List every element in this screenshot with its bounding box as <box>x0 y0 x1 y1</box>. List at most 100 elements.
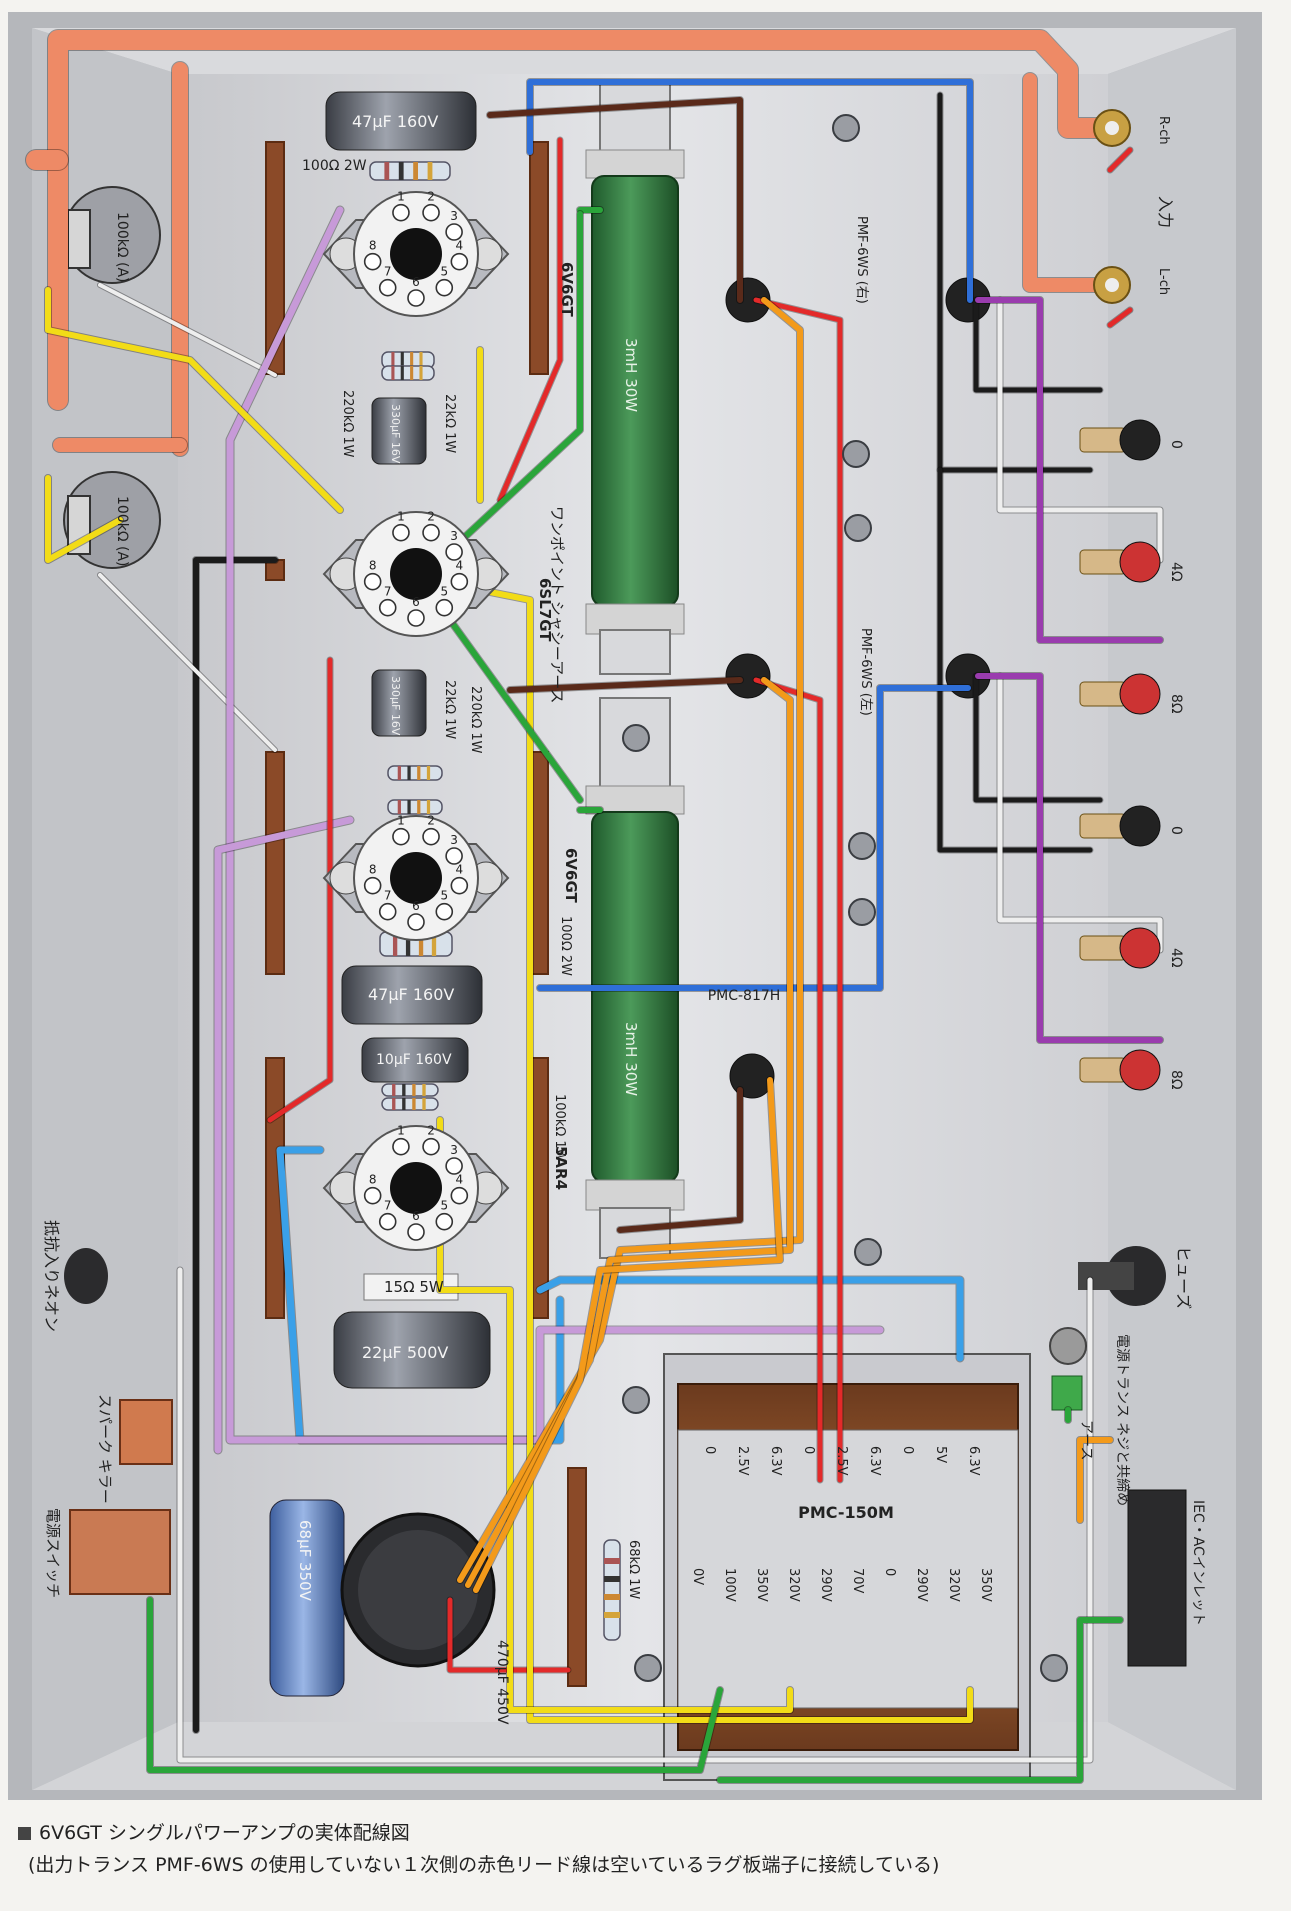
socket-pin <box>407 913 425 931</box>
label-tube-v2: 6SL7GT <box>536 578 554 642</box>
power-bottom-tap-label: 350V <box>978 1568 993 1602</box>
label-cap-68uf: 68μF 350V <box>296 1520 314 1602</box>
res-220k-mid-band <box>397 800 401 814</box>
label-tube-v1: 6V6GT <box>558 262 576 318</box>
power-transformer <box>663 1353 1031 1781</box>
label-res-220k-top: 220kΩ 1W <box>340 390 355 458</box>
earth-lug <box>1049 1327 1087 1411</box>
wire <box>617 1087 743 1233</box>
binding-post-nut <box>1119 805 1161 847</box>
power-bottom-tap-label: 0 <box>882 1568 897 1576</box>
bullet-square-icon <box>18 1827 31 1840</box>
socket-pin <box>378 598 397 617</box>
socket-pin <box>392 1137 410 1156</box>
label-spark-killer: スパーク キラー <box>96 1394 114 1504</box>
res-100-top-band <box>398 162 404 180</box>
wire <box>1077 1437 1113 1523</box>
label-res-220k-mid: 220kΩ 1W <box>468 686 483 754</box>
res-68k-band <box>604 1612 620 1618</box>
socket-pin <box>407 1223 425 1241</box>
wire <box>997 297 1163 563</box>
figure-caption-note: (出力トランス PMF-6WS の使用していない１次側の赤色リード線は空いている… <box>28 1854 940 1876</box>
power-bottom-tap-label: 0V <box>690 1568 705 1585</box>
res-100k-b-band <box>402 1098 406 1110</box>
socket-pin-label: 3 <box>450 209 458 223</box>
power-bottom-tap-label: 290V <box>914 1568 929 1602</box>
ac-inlet <box>1127 1489 1187 1667</box>
label-ac-inlet: IEC・ACインレット <box>1190 1500 1206 1626</box>
socket-pin-label: 7 <box>384 585 392 599</box>
choke-top <box>585 79 685 675</box>
figure-caption-title: 6V6GT シングルパワーアンプの実体配線図 <box>18 1818 410 1845</box>
rca-jack-center <box>1105 121 1119 135</box>
res-220k-mid <box>387 799 443 815</box>
binding-post-nut <box>1119 927 1161 969</box>
socket-pin <box>422 523 440 542</box>
socket-pin <box>445 1157 463 1175</box>
res-220k-top-band <box>391 352 395 368</box>
speaker-terminal-label: 0 <box>1168 440 1184 449</box>
res-100k-b-band <box>422 1098 426 1110</box>
socket-pin-label: 4 <box>456 863 464 877</box>
res-68k <box>603 1539 621 1641</box>
label-out-left: PMF-6WS (左) <box>858 628 873 716</box>
socket-pin-label: 8 <box>369 1173 377 1187</box>
wire <box>753 297 843 1483</box>
socket-pin <box>450 1186 469 1205</box>
wire <box>45 287 343 513</box>
socket-pin <box>450 876 469 895</box>
socket-pin <box>363 876 382 895</box>
socket-pin <box>422 827 440 846</box>
wire <box>975 673 1163 1043</box>
wire <box>447 617 583 803</box>
speaker-terminal-label: 4Ω <box>1168 948 1184 968</box>
labels: 6V6GT 6SL7GT 6V6GT 5AR4 47μF 160V 100Ω 2… <box>42 112 1206 1725</box>
socket-pin-label: 3 <box>450 1143 458 1157</box>
wire <box>497 137 563 503</box>
socket-pin-label: 5 <box>440 889 448 903</box>
res-100k-b-band <box>412 1098 416 1110</box>
wire <box>997 673 1163 953</box>
label-cap-22uf: 22μF 500V <box>362 1343 448 1362</box>
socket-pin-label: 1 <box>397 190 405 204</box>
label-rch: R-ch <box>1156 116 1171 145</box>
socket-pin <box>435 902 454 921</box>
binding-post-icon <box>1079 427 1127 453</box>
socket-pin <box>407 289 425 307</box>
choke-bottom <box>585 697 685 1259</box>
screw-icon <box>622 1386 650 1414</box>
label-res-22k-top: 22kΩ 1W <box>442 394 457 453</box>
socket-pin-label: 6 <box>412 899 420 913</box>
screws <box>622 114 1068 1682</box>
res-22k-top-band <box>419 366 423 380</box>
socket-pin <box>392 827 410 846</box>
binding-post-nut <box>1119 419 1161 461</box>
res-100k-a <box>381 1083 439 1097</box>
socket-pin-label: 2 <box>427 190 435 204</box>
wire <box>1107 307 1133 328</box>
wire <box>536 1276 964 1362</box>
label-choke-pmc: PMC-817H <box>708 988 781 1004</box>
socket-center <box>390 548 442 600</box>
wire <box>973 673 1103 803</box>
wire <box>973 297 1103 393</box>
socket-pin-label: 4 <box>456 1173 464 1187</box>
wire <box>975 297 1163 643</box>
socket-center <box>390 1162 442 1214</box>
socket-pin-label: 1 <box>397 1124 405 1138</box>
res-100k-a-band <box>422 1084 426 1096</box>
binding-post-icon <box>1079 1057 1127 1083</box>
res-22k-mid-band <box>407 766 411 780</box>
res-220k-top-band <box>419 352 423 368</box>
power-top-tap-label: 2.5V <box>735 1446 750 1476</box>
power-top-tap-label: 2.5V <box>834 1446 849 1476</box>
wire <box>1107 147 1133 173</box>
label-choke-bottom: 3mH 30W <box>622 1022 640 1096</box>
label-power-xfmr: PMC-150M <box>798 1503 894 1522</box>
binding-post-icon <box>1079 681 1127 707</box>
fuse-holder <box>1078 1246 1166 1306</box>
socket-pin <box>363 252 382 271</box>
label-cap-470uf: 470μF 450V <box>494 1640 510 1725</box>
